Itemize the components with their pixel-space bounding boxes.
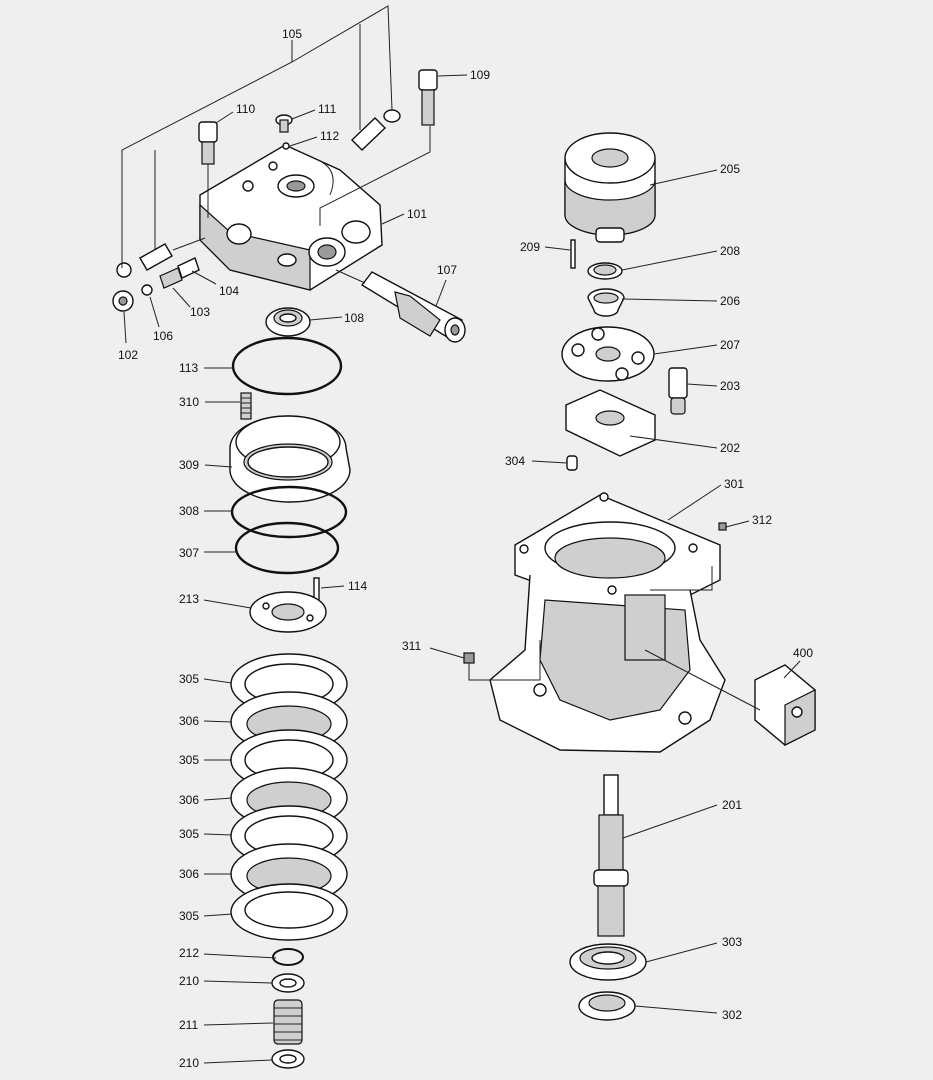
- label-202: 202: [720, 441, 740, 455]
- label-305-a: 305: [179, 672, 199, 686]
- piston-203: [668, 367, 688, 415]
- label-305-d: 305: [179, 909, 199, 923]
- bolt-110: [198, 121, 218, 165]
- retainer-206: [587, 288, 625, 317]
- label-305-c: 305: [179, 827, 199, 841]
- label-112: 112: [320, 129, 339, 143]
- washer-210-a: [271, 973, 305, 993]
- plug-312: [718, 522, 727, 531]
- label-109: 109: [470, 68, 490, 82]
- label-210-b: 210: [179, 1056, 199, 1070]
- plate-213: [249, 591, 327, 633]
- ring-208: [587, 262, 623, 280]
- bearing-303: [569, 943, 647, 981]
- o-ring-307: [234, 521, 340, 575]
- label-306-a: 306: [179, 714, 199, 728]
- label-113: 113: [179, 361, 198, 375]
- label-213: 213: [179, 592, 199, 606]
- label-114: 114: [348, 579, 367, 593]
- valve-block-400: [754, 664, 816, 746]
- label-101: 101: [407, 207, 427, 221]
- sleeve-left: [116, 243, 173, 278]
- plug-111: [275, 114, 293, 150]
- label-207: 207: [720, 338, 740, 352]
- plug-102: [112, 284, 153, 312]
- label-111: 111: [318, 102, 337, 116]
- pin-304: [566, 455, 578, 471]
- swash-plate-202: [565, 389, 656, 457]
- plate-207: [561, 326, 655, 382]
- label-304: 304: [505, 454, 525, 468]
- part-labels: 105 109 110 111 112 101 107 104 103 108 …: [118, 27, 813, 1070]
- label-311: 311: [402, 639, 421, 653]
- label-212: 212: [179, 946, 199, 960]
- label-105: 105: [282, 27, 302, 41]
- label-103: 103: [190, 305, 210, 319]
- label-201: 201: [722, 798, 742, 812]
- cylinder-block-205: [564, 132, 656, 243]
- spring-310: [240, 392, 252, 420]
- washer-210-b: [271, 1049, 305, 1069]
- label-206: 206: [720, 294, 740, 308]
- label-203: 203: [720, 379, 740, 393]
- spring-211: [273, 999, 303, 1045]
- label-301: 301: [724, 477, 744, 491]
- label-308: 308: [179, 504, 199, 518]
- pin-209: [570, 239, 576, 269]
- label-309: 309: [179, 458, 199, 472]
- bearing-108: [265, 307, 311, 337]
- spring-103-104: [159, 257, 200, 289]
- friction-plate-305-d: [230, 883, 348, 941]
- label-104: 104: [219, 284, 239, 298]
- label-305-b: 305: [179, 753, 199, 767]
- label-302: 302: [722, 1008, 742, 1022]
- o-ring-113: [231, 336, 343, 396]
- label-210-a: 210: [179, 974, 199, 988]
- label-211: 211: [179, 1018, 198, 1032]
- relief-valve-107: [360, 271, 466, 343]
- label-108: 108: [344, 311, 364, 325]
- label-209: 209: [520, 240, 540, 254]
- bolt-109: [418, 69, 438, 126]
- o-ring-308: [230, 485, 348, 539]
- leader-lines: [121, 5, 801, 1064]
- label-400: 400: [793, 646, 813, 660]
- snap-ring-212: [272, 948, 304, 966]
- valve-cover-101: [199, 144, 383, 291]
- label-205: 205: [720, 162, 740, 176]
- brake-piston-309: [229, 415, 351, 503]
- label-107: 107: [437, 263, 457, 277]
- label-306-c: 306: [179, 867, 199, 881]
- housing-301: [489, 492, 726, 753]
- plug-311: [463, 652, 475, 664]
- label-106: 106: [153, 329, 173, 343]
- label-208: 208: [720, 244, 740, 258]
- label-307: 307: [179, 546, 199, 560]
- oil-seal-302: [578, 991, 636, 1021]
- label-303: 303: [722, 935, 742, 949]
- shaft-201: [593, 774, 629, 937]
- sleeve-plug: [350, 109, 401, 151]
- label-310: 310: [179, 395, 199, 409]
- label-306-b: 306: [179, 793, 199, 807]
- label-110: 110: [236, 102, 255, 116]
- label-312: 312: [752, 513, 772, 527]
- label-102: 102: [118, 348, 138, 362]
